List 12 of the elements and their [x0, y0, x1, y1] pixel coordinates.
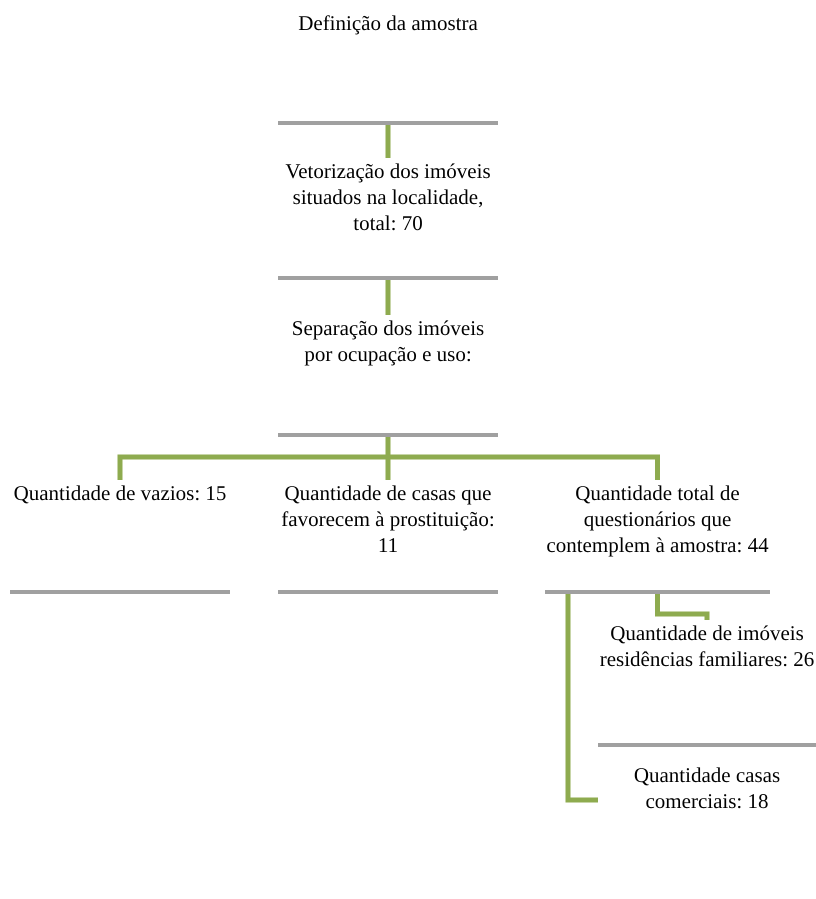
node-label: Quantidade de casas que favorecem à prostituição: 11 — [280, 480, 496, 558]
node-label: Quantidade de imóveis residências familiares: 26 — [598, 620, 816, 672]
connector-line — [655, 594, 710, 620]
node-label: Separação dos imóveis por ocupação e uso: — [290, 315, 486, 367]
connector-line — [386, 280, 390, 315]
node-label: Quantidade casas comerciais: 18 — [632, 762, 782, 814]
node-label: Definição da amostra — [298, 10, 478, 36]
connector-line — [386, 125, 390, 158]
node-label: Quantidade total de questionários que contemplem à amostra: 44 — [545, 480, 770, 558]
node-label: Quantidade de vazios: 15 — [14, 480, 226, 506]
node-label: Vetorização dos imóveis situados na localidade, total: 70 — [284, 158, 492, 236]
connector-line — [566, 594, 598, 802]
